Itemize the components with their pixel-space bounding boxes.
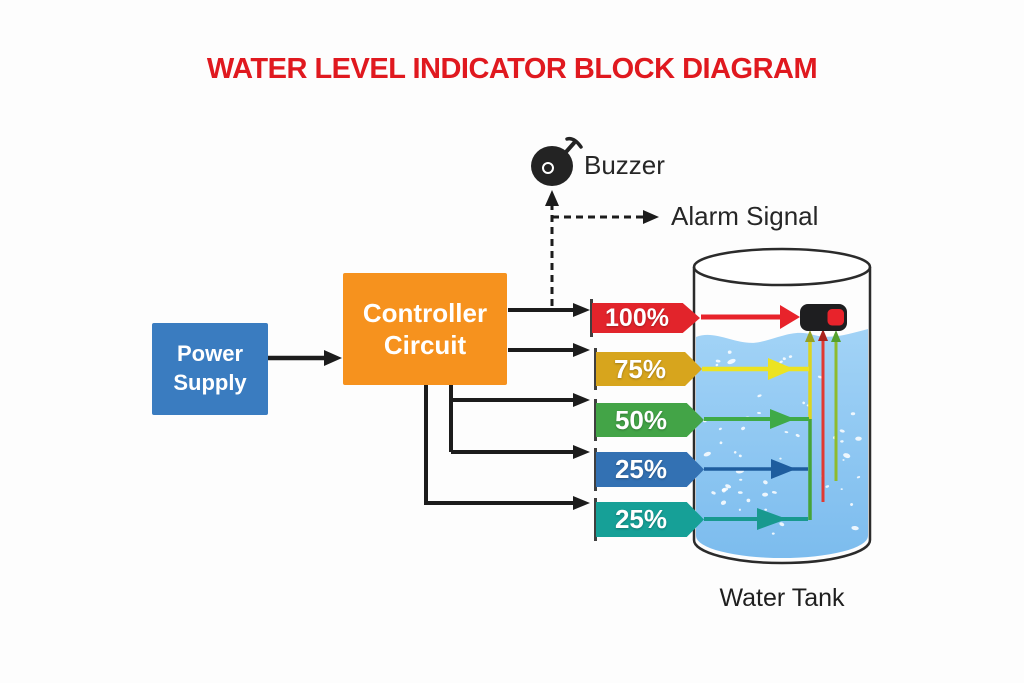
controller-circuit-block: Controller Circuit <box>343 273 507 385</box>
tank-top-ellipse <box>692 247 872 287</box>
tank-outline <box>692 267 872 565</box>
level-tag-50-label: 50% <box>596 403 704 437</box>
wire-up-arrow-icon <box>818 329 828 341</box>
level-tag-25-teal-label: 25% <box>596 502 704 537</box>
level-arrow-25-teal <box>704 508 808 530</box>
level-tag-100: 100% <box>590 299 700 337</box>
level-tag-50: 50% <box>594 399 704 441</box>
sensor-wires <box>805 329 841 520</box>
controller-label-line1: Controller <box>362 297 488 328</box>
tag-bar <box>594 498 597 541</box>
tag-bar <box>590 299 593 337</box>
buzzer-up-arrow-icon <box>545 190 559 206</box>
buzzer-icon <box>531 136 583 186</box>
page-title: WATER LEVEL INDICATOR BLOCK DIAGRAM <box>206 53 818 85</box>
level-arrow-25-blue <box>704 459 808 479</box>
level-arrow-50 <box>704 409 809 429</box>
power-supply-label-line1: Power <box>176 341 244 367</box>
power-supply-block: Power Supply <box>152 323 268 415</box>
tag-bar <box>594 348 597 390</box>
alarm-right-arrow-icon <box>643 210 659 224</box>
alarm-signal-label: Alarm Signal <box>671 201 819 231</box>
level-sensor <box>800 304 847 331</box>
level-arrow-75 <box>702 358 809 380</box>
level-tag-75-label: 75% <box>596 352 702 386</box>
tank-water <box>696 329 868 558</box>
tag-bar <box>594 448 597 491</box>
water-tank-label: Water Tank <box>719 584 845 612</box>
tag-bar <box>594 399 597 441</box>
wire-up-arrow-icon <box>831 330 841 342</box>
water-tank <box>692 247 872 565</box>
level-tag-25-blue: 25% <box>594 448 704 491</box>
wire-up-arrow-icon <box>805 330 815 342</box>
level-arrow-100 <box>701 305 800 329</box>
controller-label-line2: Circuit <box>383 330 467 360</box>
level-tag-25-teal: 25% <box>594 498 704 541</box>
power-supply-label-line2: Supply <box>173 370 247 395</box>
level-tag-100-label: 100% <box>592 303 700 333</box>
sensor-indicator-light <box>827 309 844 326</box>
level-tag-25-blue-label: 25% <box>596 452 704 487</box>
signal-arrows <box>268 190 659 510</box>
level-arrows <box>701 305 809 530</box>
buzzer-label: Buzzer <box>584 150 665 180</box>
level-tag-75: 75% <box>594 348 702 390</box>
